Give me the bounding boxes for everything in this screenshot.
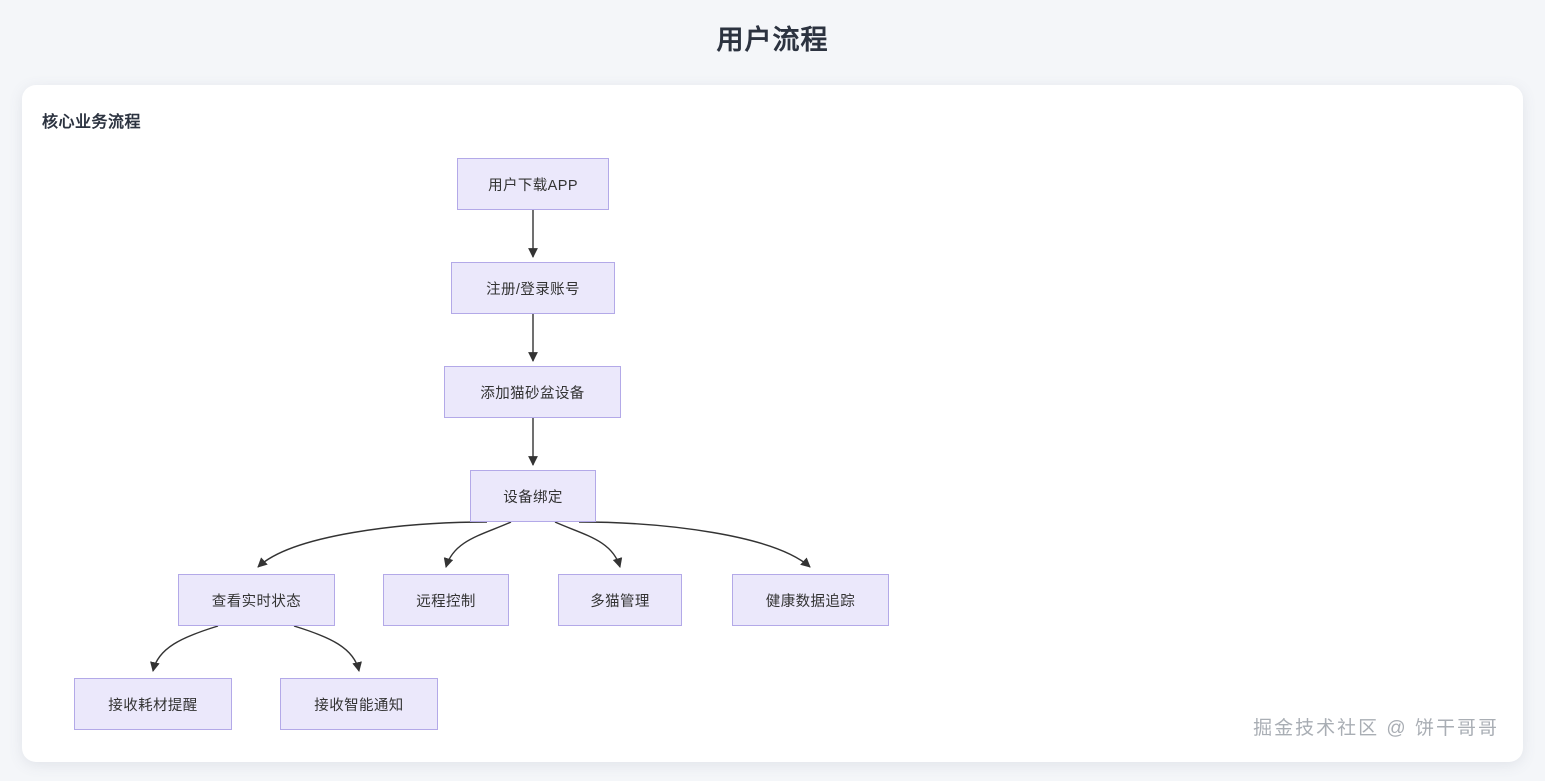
watermark: 掘金技术社区 @ 饼干哥哥	[1253, 718, 1499, 739]
edge-realtime-to-notify	[293, 625, 362, 672]
node-view-realtime-status[interactable]: 查看实时状态	[178, 574, 335, 626]
node-device-binding[interactable]: 设备绑定	[470, 470, 596, 522]
page-title: 用户流程	[716, 25, 829, 55]
edge-bind-to-realtime	[257, 521, 488, 568]
edge-bind-to-remote	[443, 521, 512, 568]
node-multi-cat-management[interactable]: 多猫管理	[558, 574, 682, 626]
edge-bind-to-multicat	[554, 521, 623, 568]
flow-card: 核心业务流程	[22, 85, 1523, 762]
node-receive-supply-reminder[interactable]: 接收耗材提醒	[74, 678, 232, 730]
node-remote-control[interactable]: 远程控制	[383, 574, 509, 626]
node-download-app[interactable]: 用户下载APP	[457, 158, 609, 210]
node-receive-smart-notification[interactable]: 接收智能通知	[280, 678, 438, 730]
flow-edges	[150, 210, 811, 672]
edge-realtime-to-supply	[150, 625, 219, 672]
node-health-data-tracking[interactable]: 健康数据追踪	[732, 574, 889, 626]
card-title: 核心业务流程	[42, 114, 142, 131]
edge-bind-to-health	[578, 521, 811, 568]
node-add-litterbox-device[interactable]: 添加猫砂盆设备	[444, 366, 621, 418]
node-register-login[interactable]: 注册/登录账号	[451, 262, 615, 314]
flow-diagram: 用户下载APP 注册/登录账号 添加猫砂盆设备 设备绑定 查看实时状态 远程控制…	[22, 85, 1523, 762]
